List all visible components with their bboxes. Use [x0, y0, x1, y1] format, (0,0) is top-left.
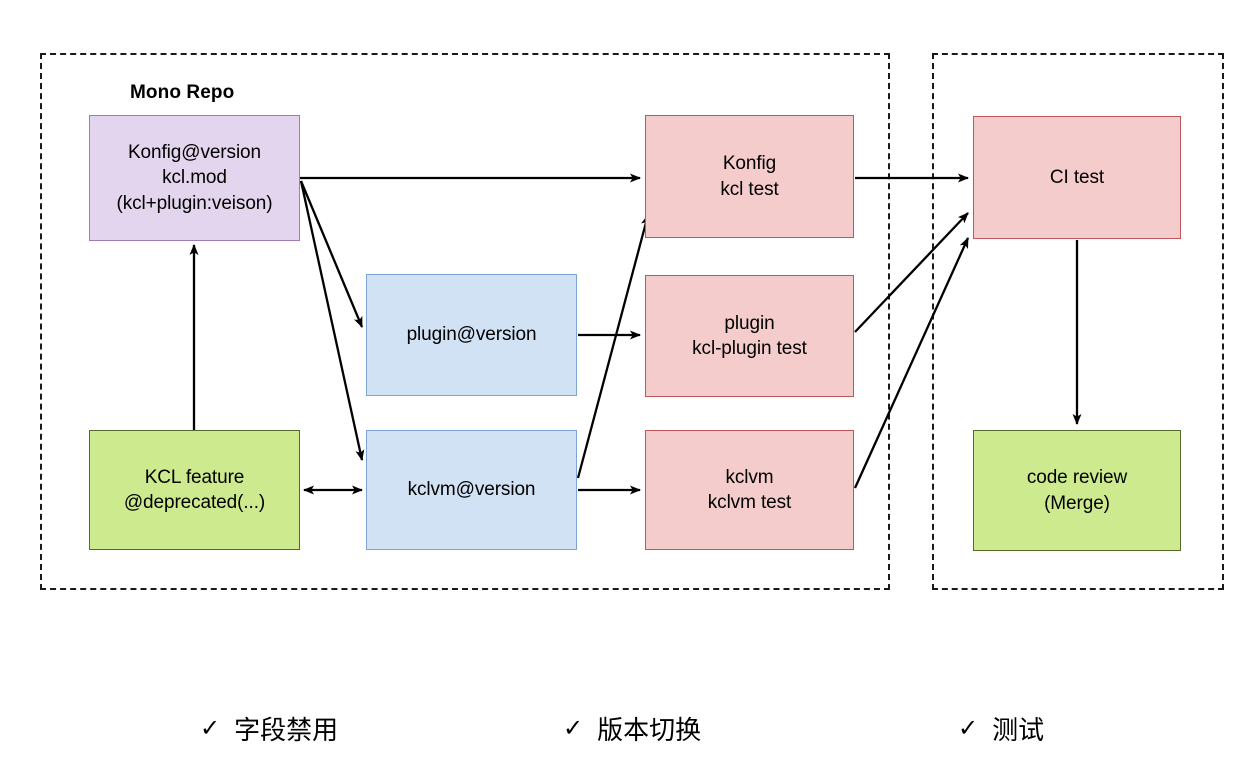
node-plugin-kcl-plugin-test[interactable]: plugin kcl-plugin test	[645, 275, 854, 397]
node-konfig-kcl-test[interactable]: Konfig kcl test	[645, 115, 854, 238]
footer-label-0: 字段禁用	[234, 715, 339, 745]
node-konfig-version[interactable]: Konfig@version kcl.mod (kcl+plugin:veiso…	[89, 115, 300, 241]
footer-item-2: ✓ 测试	[958, 710, 1044, 747]
node-plugin-version[interactable]: plugin@version	[366, 274, 577, 396]
node-kclvm-version[interactable]: kclvm@version	[366, 430, 577, 550]
check-icon: ✓	[958, 715, 979, 742]
node-code-review[interactable]: code review (Merge)	[973, 430, 1181, 551]
footer-item-0: ✓ 字段禁用	[200, 710, 338, 747]
footer-checklist: ✓ 字段禁用 ✓ 版本切换 ✓ 测试	[0, 700, 1258, 760]
check-icon: ✓	[200, 715, 221, 742]
footer-label-2: 测试	[992, 715, 1045, 745]
node-ci-test[interactable]: CI test	[973, 116, 1181, 239]
footer-label-1: 版本切换	[597, 715, 702, 745]
node-kclvm-kclvm-test[interactable]: kclvm kclvm test	[645, 430, 854, 550]
mono-repo-title: Mono Repo	[130, 82, 235, 103]
footer-item-1: ✓ 版本切换	[563, 710, 701, 747]
check-icon: ✓	[563, 715, 584, 742]
node-kcl-feature[interactable]: KCL feature @deprecated(...)	[89, 430, 300, 550]
